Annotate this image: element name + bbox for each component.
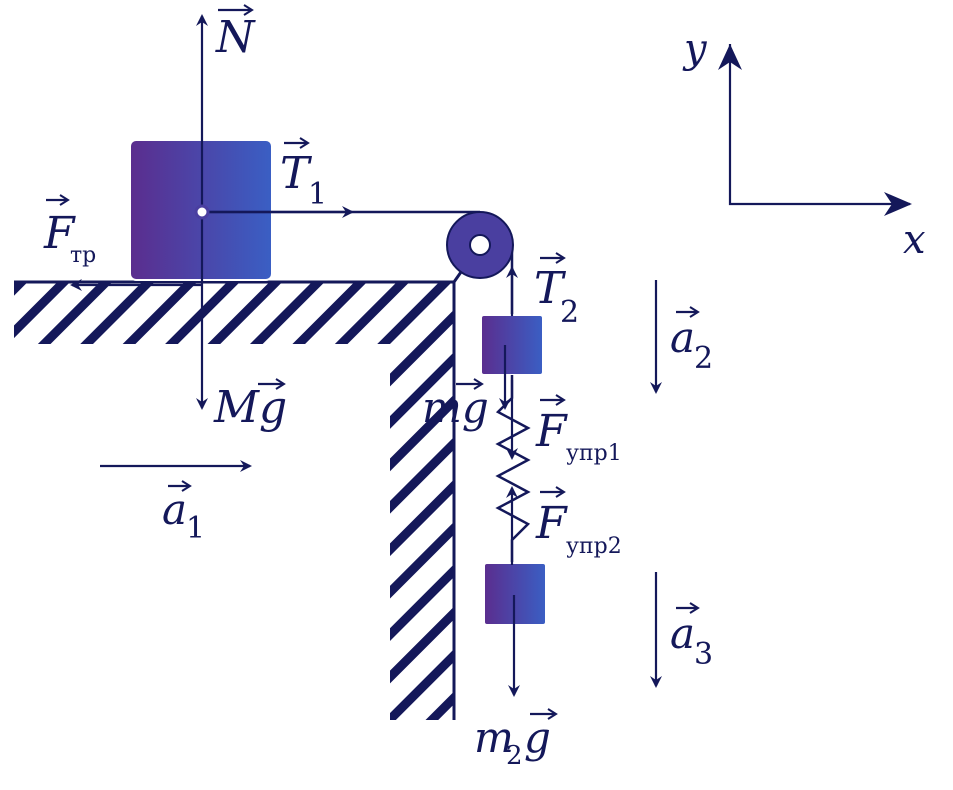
svg-text:m: m (474, 713, 514, 762)
label-a2: a 2 (670, 306, 713, 376)
wall-hatch (390, 282, 454, 720)
svg-text:F: F (535, 498, 568, 549)
label-weight-bottom: m 2 g (474, 708, 558, 771)
svg-text:упр2: упр2 (566, 534, 622, 559)
svg-text:Mg: Mg (213, 382, 287, 433)
pulley-icon (446, 211, 514, 283)
label-tension2: T 2 (534, 252, 579, 330)
axis-x-label: x (903, 217, 926, 263)
svg-text:упр1: упр1 (566, 441, 622, 466)
svg-text:a: a (670, 313, 695, 362)
svg-text:mg: mg (422, 383, 489, 432)
svg-text:T: T (280, 148, 313, 199)
block-big-center (194, 204, 210, 220)
svg-text:N: N (215, 12, 256, 63)
label-weight-small: mg (422, 378, 489, 432)
svg-text:тр: тр (70, 243, 96, 268)
svg-text:g: g (524, 713, 551, 762)
label-spring2: F упр2 (535, 486, 622, 559)
label-friction: F тр (43, 194, 96, 268)
svg-text:1: 1 (186, 511, 205, 546)
coordinate-axes (718, 44, 912, 216)
label-a3: a 3 (670, 602, 713, 672)
svg-text:T: T (534, 263, 567, 314)
svg-text:1: 1 (308, 177, 327, 212)
ground (14, 280, 456, 724)
svg-text:2: 2 (560, 295, 579, 330)
svg-text:3: 3 (694, 637, 713, 672)
axis-y-label: y (682, 26, 708, 72)
label-tension1: T 1 (280, 137, 327, 212)
svg-text:a: a (162, 485, 187, 534)
label-a1: a 1 (162, 480, 205, 546)
label-weight-big: Mg (213, 378, 287, 433)
svg-text:F: F (535, 406, 568, 457)
label-spring1: F упр1 (535, 394, 622, 466)
svg-text:2: 2 (506, 741, 523, 771)
svg-text:F: F (43, 208, 76, 259)
table-hatch (14, 282, 454, 344)
svg-text:a: a (670, 609, 695, 658)
label-normal: N (215, 4, 256, 63)
svg-text:2: 2 (694, 341, 713, 376)
block-small (480, 314, 544, 376)
